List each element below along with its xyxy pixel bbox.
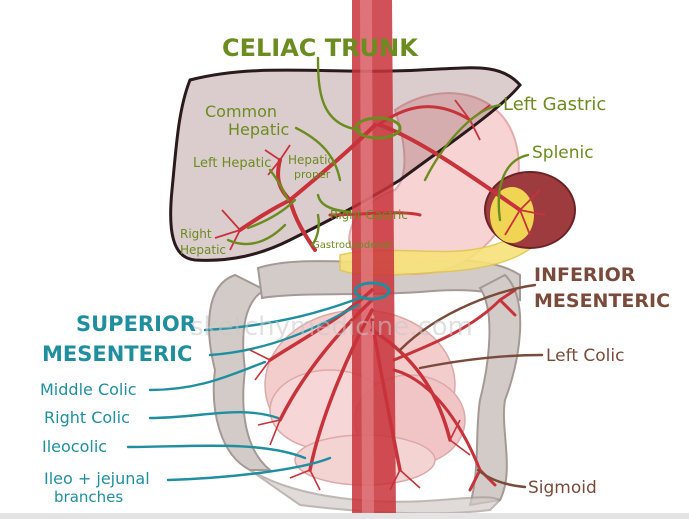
- sma-marker: [353, 281, 391, 301]
- celiac-leader-lines: [226, 56, 530, 247]
- ileo-jejunal-label-line1: Ileo + jejunal: [44, 469, 150, 488]
- sma-small-branches: [249, 349, 471, 491]
- watermark: sketchymedicine.com: [190, 312, 473, 342]
- ima-leader-lines: [398, 283, 544, 489]
- sigmoid-label: Sigmoid: [528, 478, 597, 498]
- left-gastric-label: Left Gastric: [503, 94, 606, 115]
- right-gastric-label: Right Gastric: [330, 208, 408, 222]
- inferior-mesenteric-title-line1: INFERIOR: [534, 264, 636, 286]
- bottom-edge-bar: [0, 513, 689, 519]
- middle-colic-label: Middle Colic: [40, 380, 137, 399]
- common-hepatic-label-line1: Common: [205, 102, 277, 121]
- splenic-label: Splenic: [532, 143, 594, 163]
- sma-branches: [268, 288, 452, 472]
- ileocolic-label: Ileocolic: [42, 437, 107, 456]
- celiac-trunk-title: CELIAC TRUNK: [222, 34, 419, 62]
- spleen: [484, 171, 576, 249]
- common-hepatic-label-line2: Hepatic: [228, 120, 289, 139]
- right-hepatic-label-line1: Right: [180, 227, 212, 241]
- hepatic-proper-label-line2: proper: [294, 168, 331, 181]
- sma-leader-lines: [126, 296, 362, 482]
- gastroduodenal-label: Gastroduodenal: [312, 240, 392, 251]
- right-colic-label: Right Colic: [44, 408, 130, 427]
- superior-mesenteric-title-line2: MESENTERIC: [42, 342, 192, 366]
- ileo-jejunal-label-line2: branches: [54, 488, 123, 506]
- celiac-trunk-marker: [354, 116, 402, 140]
- left-hepatic-label: Left Hepatic: [193, 156, 271, 171]
- inferior-mesenteric-title-line2: MESENTERIC: [534, 290, 670, 312]
- aorta: [352, 0, 396, 519]
- right-hepatic-label-line2: Hepatic: [180, 243, 226, 257]
- left-colic-label: Left Colic: [546, 346, 624, 366]
- hepatic-proper-label-line1: Hepatic: [288, 153, 334, 167]
- superior-mesenteric-title-line1: SUPERIOR: [76, 312, 196, 336]
- ima-branches: [392, 288, 517, 492]
